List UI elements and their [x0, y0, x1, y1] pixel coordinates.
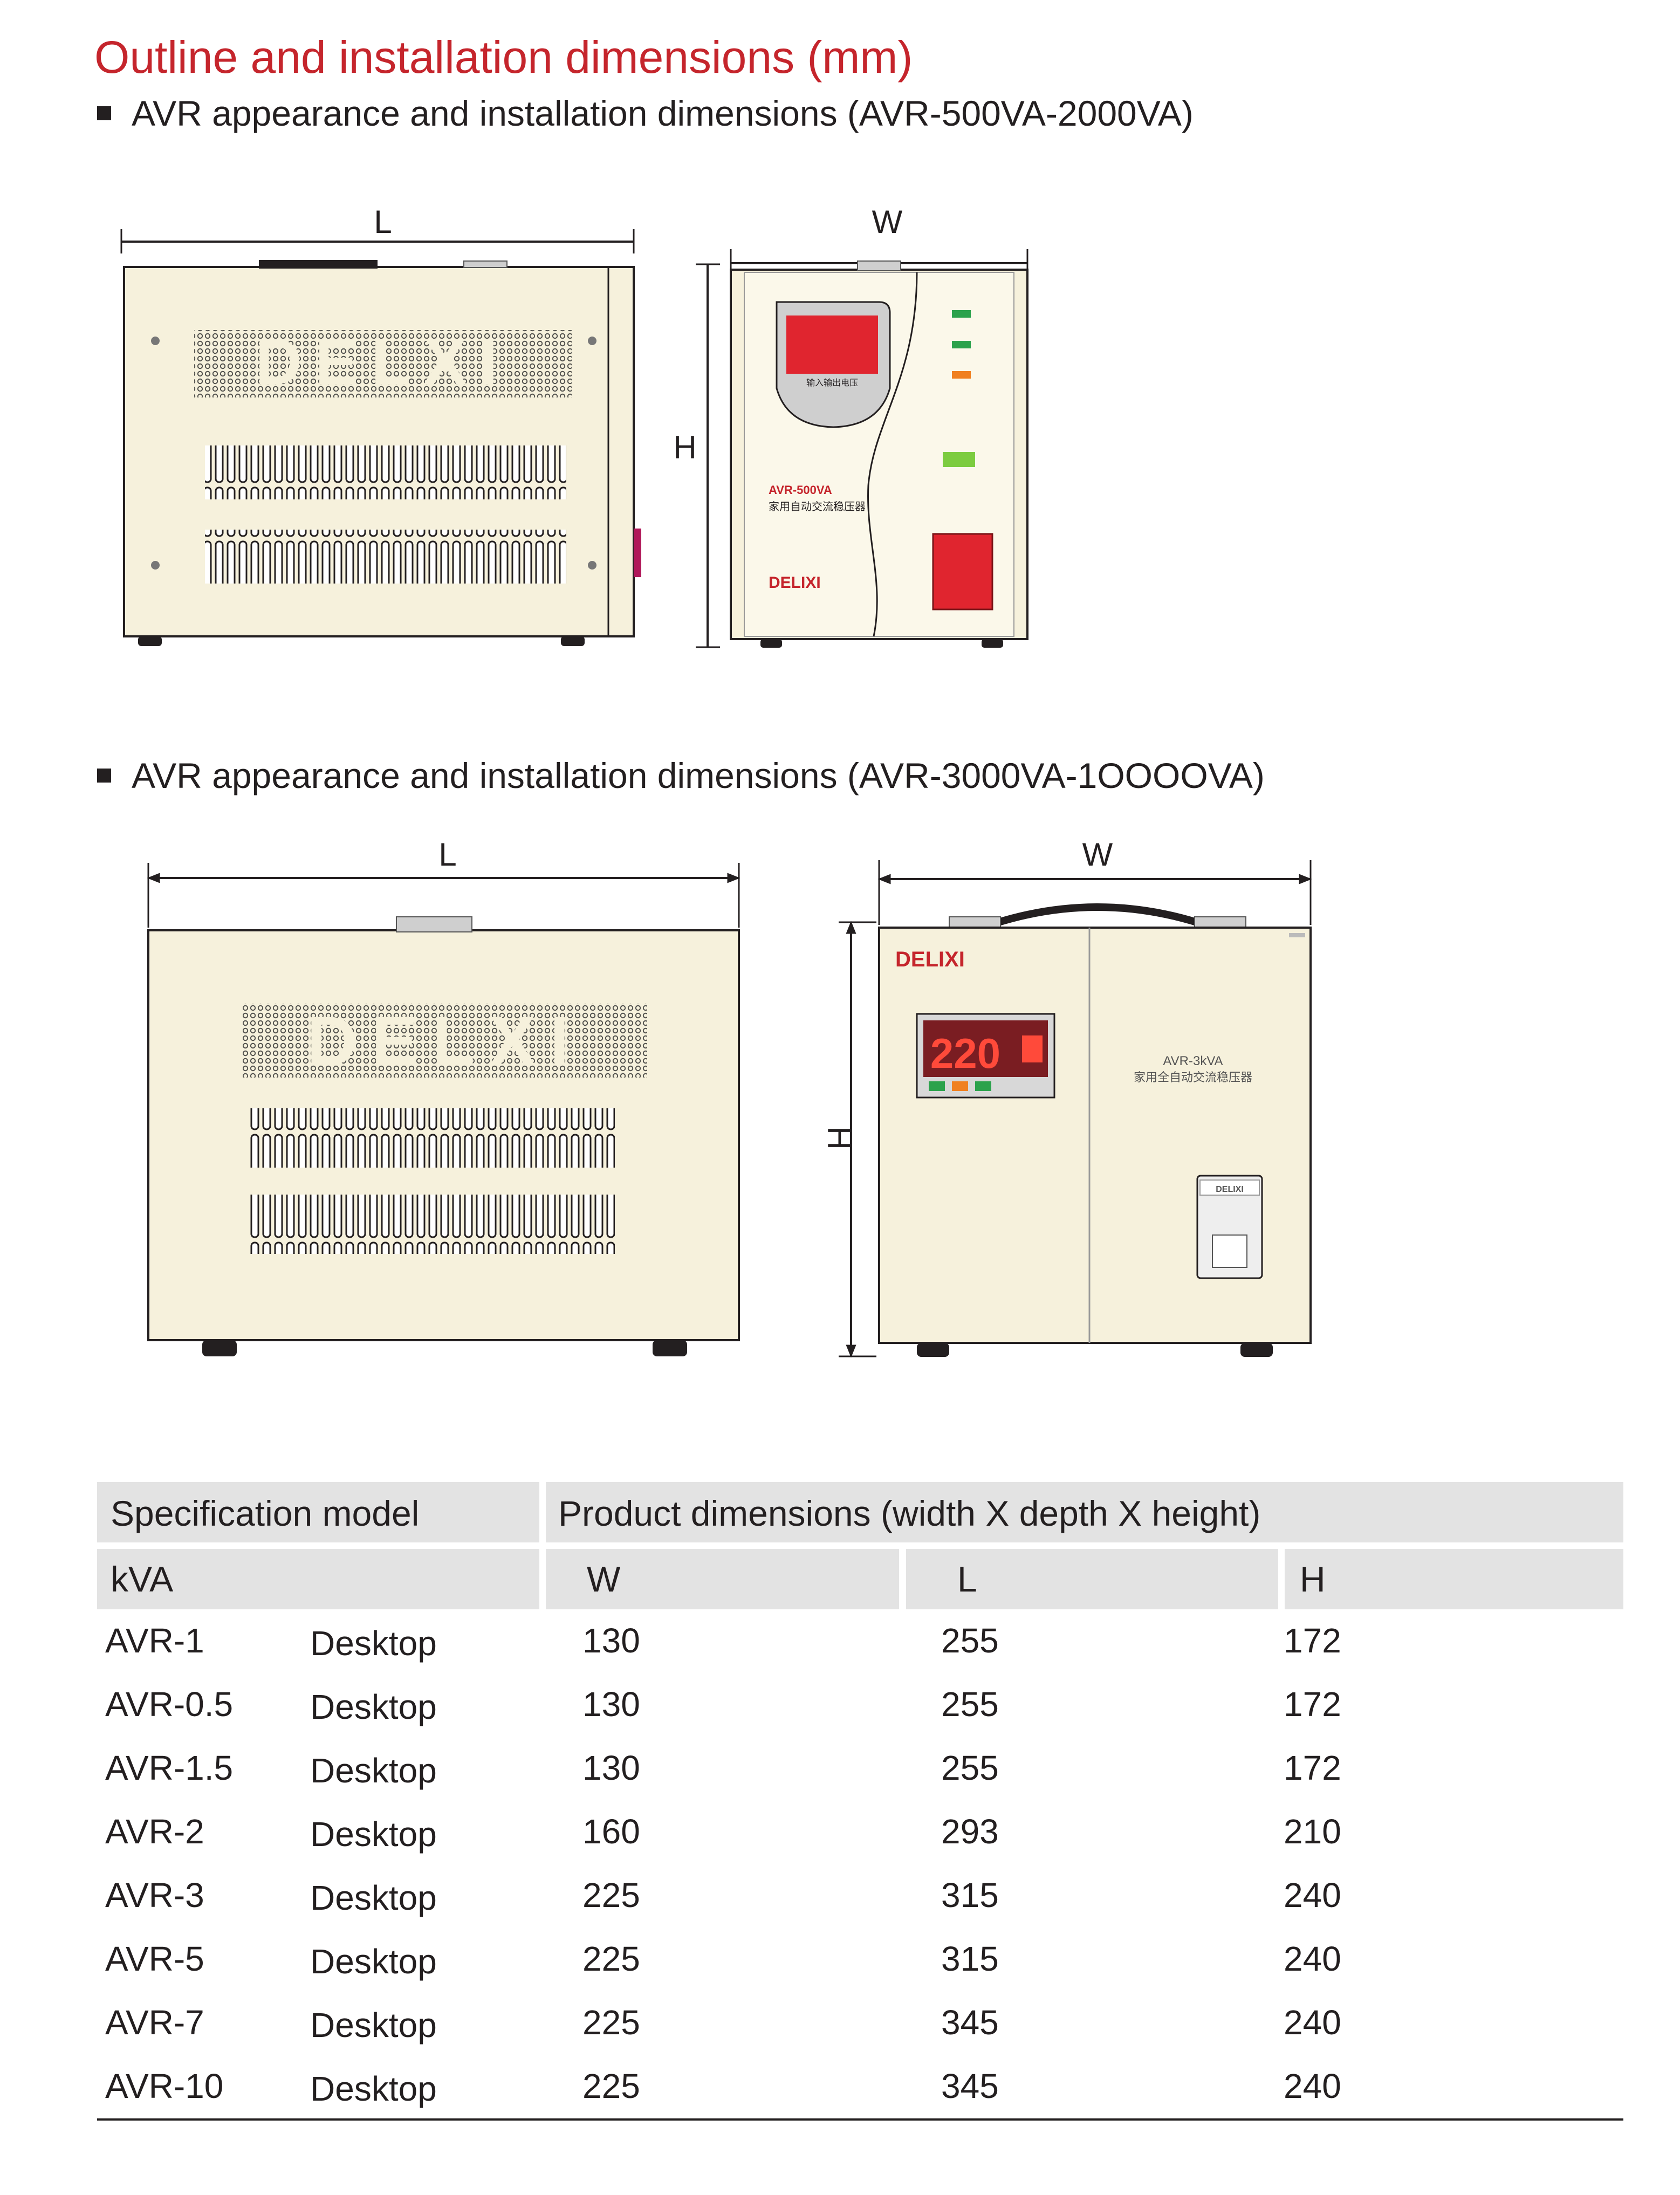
- section-heading-small-models: AVR appearance and installation dimensio…: [97, 93, 1194, 134]
- brand-logo: DELIXI: [895, 948, 965, 971]
- table-cell-l: 315: [941, 1876, 999, 1915]
- table-header-dimensions: Product dimensions (width X depth X heig…: [558, 1493, 1261, 1533]
- bullet-square-icon: [97, 106, 111, 120]
- display-caption: 输入输出电压: [806, 378, 858, 388]
- dimension-drawings: L DELXI W H: [120, 204, 1312, 1358]
- table-cell-h: 240: [1284, 1876, 1341, 1915]
- table-cell-model: AVR-0.5: [105, 1685, 234, 1724]
- section-heading-text: AVR appearance and installation dimensio…: [132, 756, 1265, 795]
- page-title: Outline and installation dimensions (mm): [94, 32, 913, 83]
- table-cell-h: 240: [1284, 2067, 1341, 2105]
- table-cell-model: AVR-1: [105, 1621, 204, 1660]
- dotted-brand-panel: [194, 330, 572, 397]
- front-view-small: L DELXI: [120, 204, 641, 646]
- table-cell-h: 240: [1284, 1939, 1341, 1978]
- table-header-bg-w: [546, 1549, 899, 1609]
- dimension-label-l: L: [374, 204, 392, 240]
- table-cell-model: AVR-2: [105, 1812, 204, 1851]
- table-cell-h: 240: [1284, 2003, 1341, 2042]
- table-bottom-rule: [97, 2118, 1623, 2121]
- table-cell-w: 160: [582, 1812, 640, 1851]
- table-cell-type: Desktop: [310, 1751, 437, 1790]
- table-cell-l: 345: [941, 2003, 999, 2042]
- table-cell-w: 130: [582, 1621, 640, 1660]
- table-cell-type: Desktop: [310, 1942, 437, 1981]
- table-cell-type: Desktop: [310, 1624, 437, 1663]
- table-cell-type: Desktop: [310, 1688, 437, 1726]
- table-cell-type: Desktop: [310, 2069, 437, 2108]
- vent-row-2: [205, 530, 566, 584]
- device-body-side: [878, 927, 1312, 1344]
- table-header-bg-model: [97, 1482, 539, 1542]
- table-cell-h: 210: [1284, 1812, 1341, 1851]
- voltage-display: 220: [930, 1030, 1000, 1077]
- table-header-l: L: [957, 1559, 977, 1599]
- voltage-display: [786, 315, 878, 374]
- input-switch: [943, 452, 975, 467]
- top-handle: [259, 260, 378, 269]
- dimension-label-l: L: [438, 836, 456, 873]
- product-name: 家用自动交流稳压器: [769, 500, 866, 513]
- table-cell-type: Desktop: [310, 2006, 437, 2045]
- table-cell-l: 255: [941, 1748, 999, 1787]
- front-view-large: L DELXI: [147, 836, 740, 1356]
- table-cell-model: AVR-5: [105, 1939, 204, 1978]
- bullet-square-icon: [97, 769, 111, 783]
- vent-row-2: [248, 1195, 615, 1254]
- table-cell-h: 172: [1284, 1748, 1341, 1787]
- table-cell-type: Desktop: [310, 1815, 437, 1854]
- table-cell-l: 255: [941, 1685, 999, 1724]
- dimension-label-h: H: [821, 1126, 857, 1149]
- vent-row-1: [205, 445, 566, 499]
- brand-logo: DELIXI: [769, 574, 821, 592]
- table-header-h: H: [1300, 1559, 1326, 1599]
- table-cell-h: 172: [1284, 1685, 1341, 1724]
- table-header-bg-l: [906, 1549, 1278, 1609]
- table-cell-l: 255: [941, 1621, 999, 1660]
- table-header-model: Specification model: [111, 1493, 420, 1533]
- model-label: AVR-3kVA: [1163, 1054, 1223, 1068]
- table-cell-l: 315: [941, 1939, 999, 1978]
- table-cell-w: 225: [582, 1876, 640, 1915]
- side-view-large: W H DELIXI 220 AVR-3kVA 家用全自动交流稳压器 DELIX…: [821, 836, 1312, 1358]
- table-cell-h: 172: [1284, 1621, 1341, 1660]
- brand-panel-text: DELXI: [255, 326, 510, 398]
- table-cell-model: AVR-3: [105, 1876, 204, 1915]
- section-heading-text: AVR appearance and installation dimensio…: [132, 93, 1194, 133]
- table-header-bg-unit: [97, 1549, 539, 1609]
- table-cell-model: AVR-1.5: [105, 1748, 234, 1787]
- table-header-w: W: [587, 1559, 621, 1599]
- table-cell-w: 130: [582, 1685, 640, 1724]
- side-view-small: W H 输入输出电压 AVR-500VA 家用自动交流稳压器 DELIXI: [673, 204, 1028, 648]
- table-cell-w: 225: [582, 1939, 640, 1978]
- table-cell-w: 130: [582, 1748, 640, 1787]
- section-heading-large-models: AVR appearance and installation dimensio…: [97, 755, 1265, 796]
- top-handle: [396, 916, 472, 932]
- dimension-label-w: W: [1082, 836, 1113, 873]
- dotted-brand-panel: [243, 1003, 647, 1078]
- power-breaker: [932, 533, 993, 611]
- table-cell-model: AVR-10: [105, 2067, 224, 2105]
- breaker-brand: DELIXI: [1216, 1185, 1244, 1194]
- model-label: AVR-500VA: [769, 483, 832, 497]
- table-cell-l: 293: [941, 1812, 999, 1851]
- dimension-label-w: W: [872, 204, 903, 240]
- table-header-bg-dimensions: [546, 1482, 1623, 1542]
- dimension-label-h: H: [673, 429, 696, 465]
- table-cell-type: Desktop: [310, 1878, 437, 1917]
- brand-panel-text: DELXI: [307, 1002, 584, 1080]
- table-cell-model: AVR-7: [105, 2003, 204, 2042]
- table-cell-w: 225: [582, 2067, 640, 2105]
- table-header-unit: kVA: [111, 1559, 174, 1599]
- table-cell-w: 225: [582, 2003, 640, 2042]
- vent-row-1: [248, 1108, 615, 1168]
- table-cell-l: 345: [941, 2067, 999, 2105]
- table-header-bg-h: [1285, 1549, 1623, 1609]
- product-name: 家用全自动交流稳压器: [1134, 1071, 1252, 1084]
